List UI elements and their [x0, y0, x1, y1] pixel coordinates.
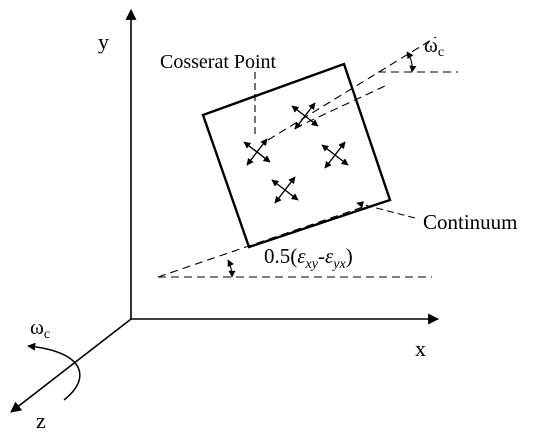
- cosserat-point-2: [291, 102, 319, 130]
- continuum-square: [201, 62, 392, 249]
- z-axis: [10, 318, 132, 413]
- omega-c-label: ωc: [424, 33, 444, 60]
- omega-angle-arc: [406, 51, 417, 73]
- cosserat-point-4: [271, 176, 299, 204]
- omega-c-z-label: ωc: [30, 315, 50, 342]
- upper-secondary-reference: [294, 85, 386, 129]
- z-rotation-arrow: [27, 342, 81, 401]
- cosserat-point-3: [321, 141, 349, 169]
- cosserat-point-label: Cosserat Point: [160, 51, 277, 73]
- continuum-label: Continuum: [423, 210, 518, 234]
- shear-strain-label: 0.5(εxy-εyx): [264, 244, 353, 272]
- z-axis-label: z: [36, 408, 46, 433]
- y-axis-label: y: [98, 29, 109, 54]
- shear-angle-arc: [227, 259, 236, 278]
- cosserat-point-1: [243, 138, 271, 166]
- continuum-leader: [356, 201, 416, 219]
- x-axis-label: x: [415, 336, 426, 361]
